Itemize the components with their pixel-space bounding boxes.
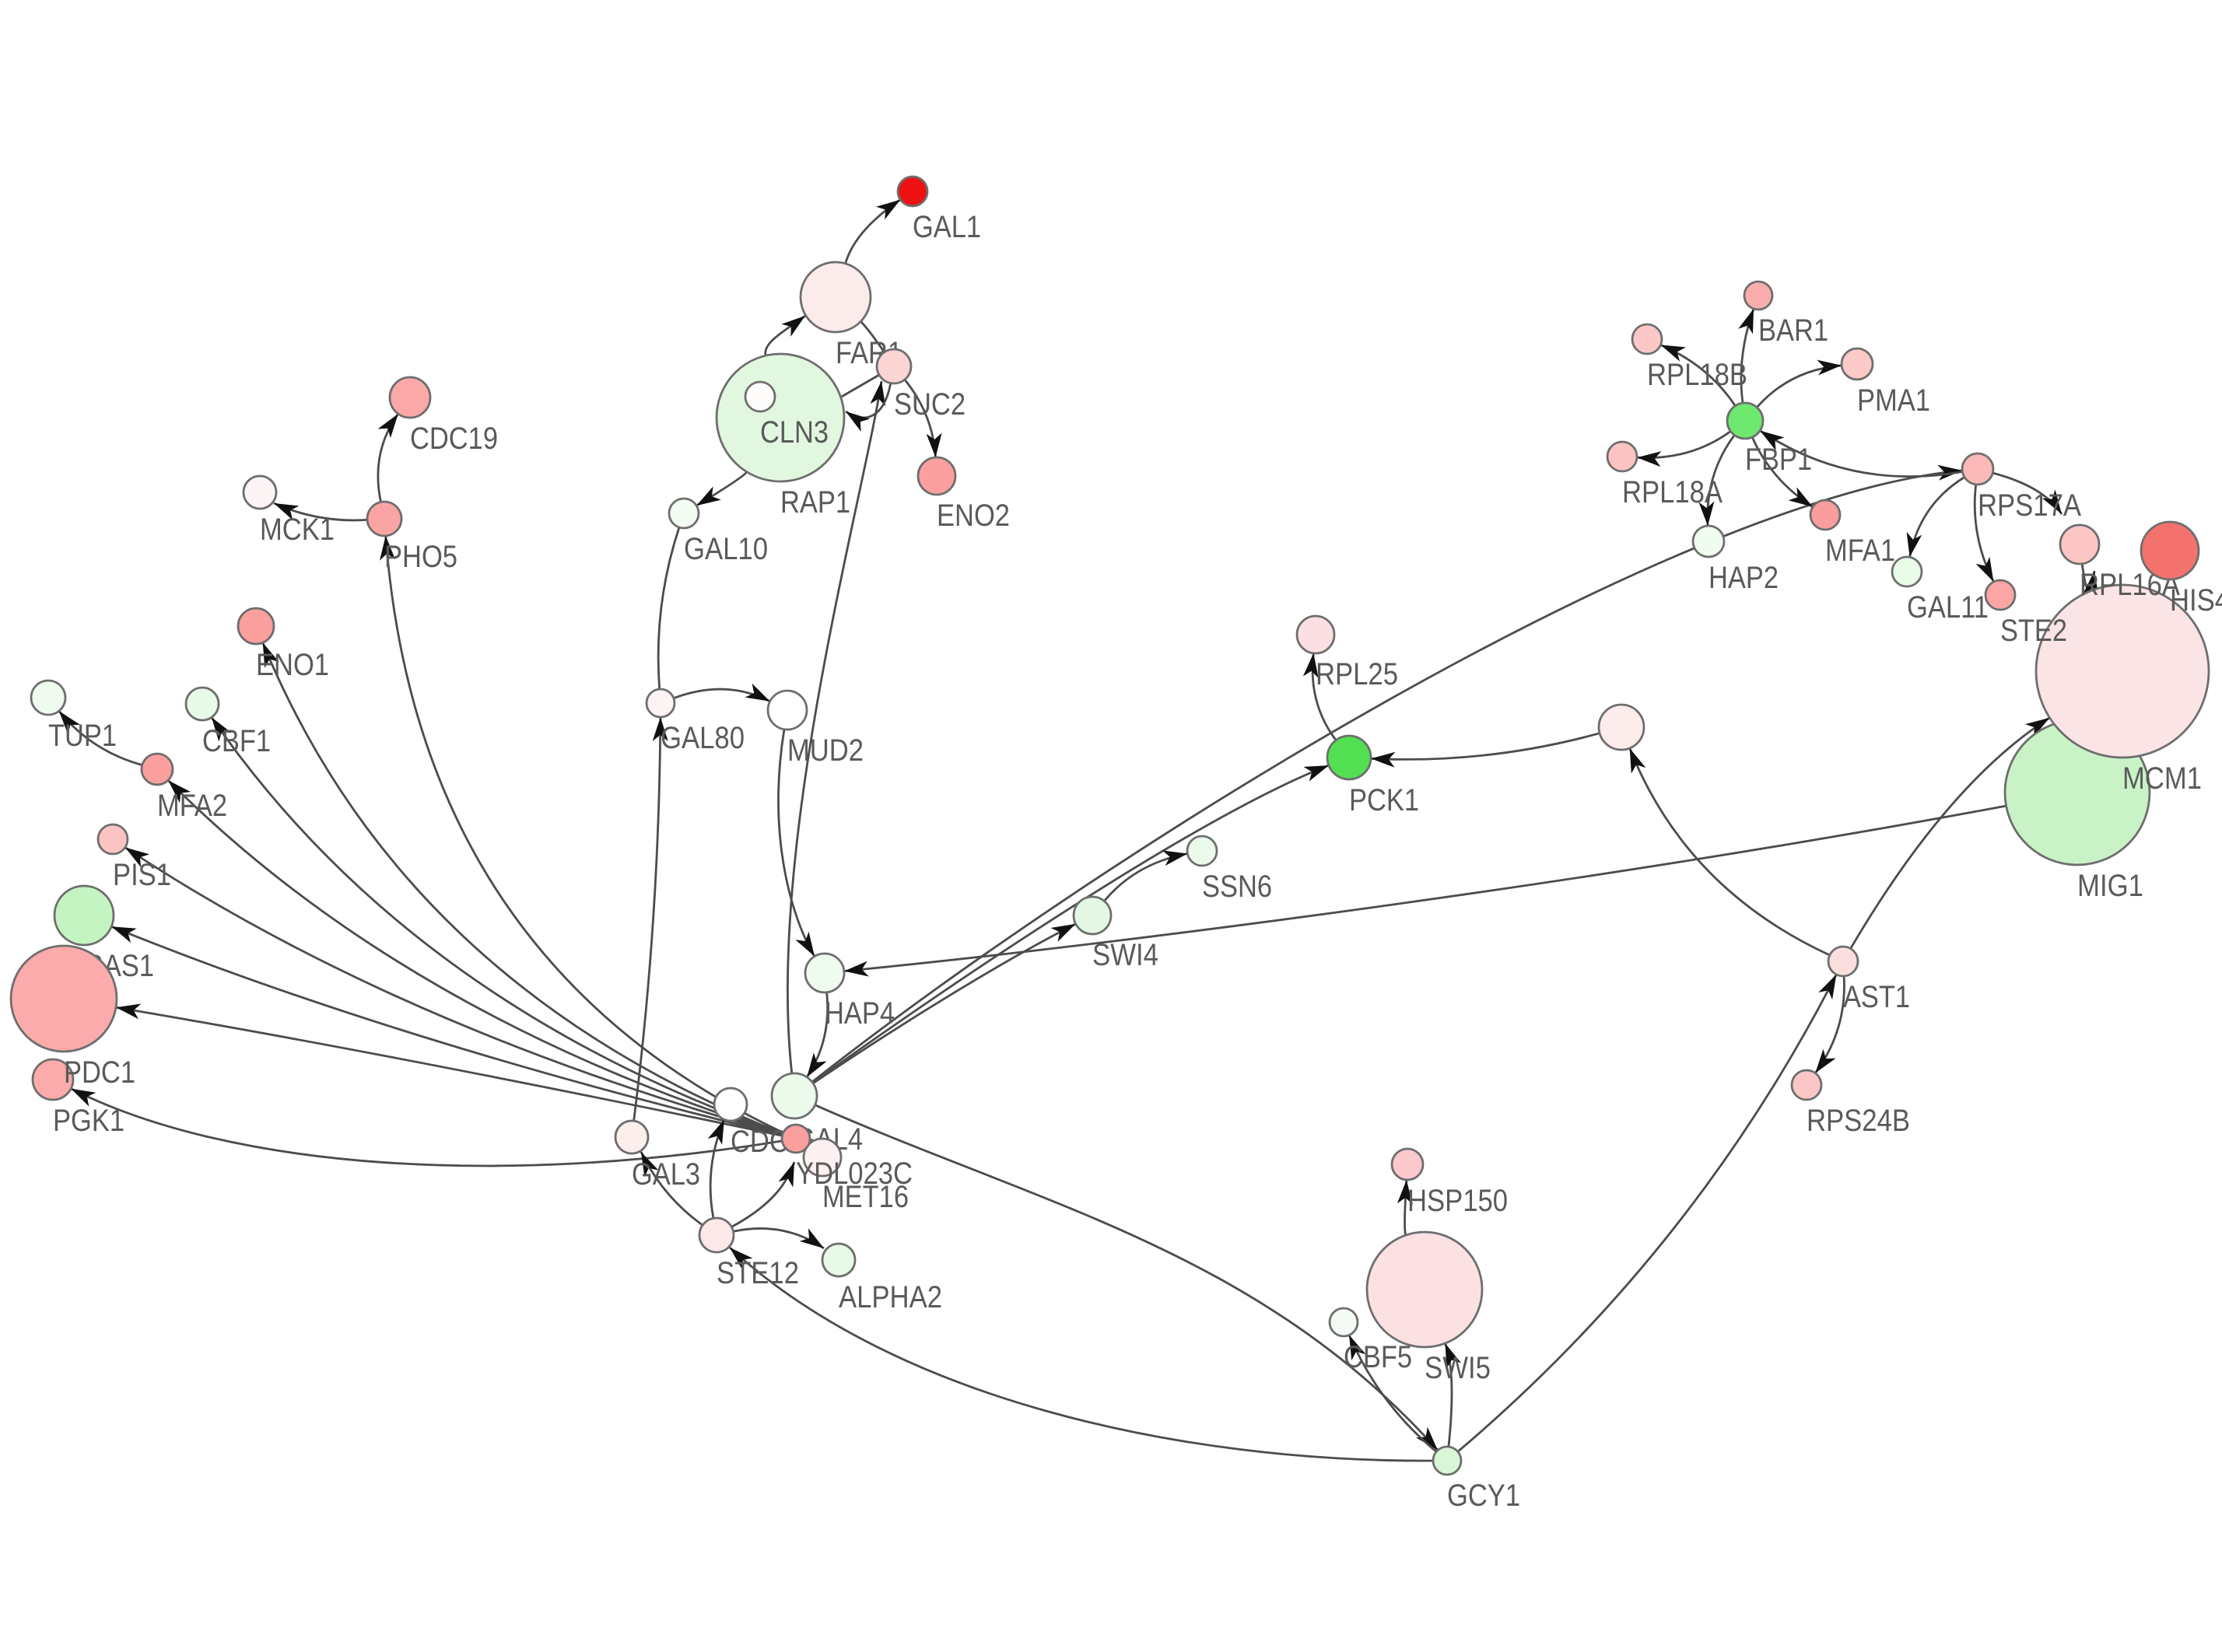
svg-text:GAL1: GAL1	[913, 210, 981, 244]
svg-text:GCY1: GCY1	[1447, 1479, 1520, 1513]
svg-text:ENO2: ENO2	[937, 499, 1010, 533]
svg-text:MFA2: MFA2	[157, 789, 227, 823]
svg-text:RAP1: RAP1	[780, 485, 850, 520]
svg-text:SUC2: SUC2	[894, 387, 966, 422]
svg-text:AST1: AST1	[1843, 980, 1910, 1014]
svg-text:PGK1: PGK1	[53, 1104, 124, 1138]
svg-text:GAL10: GAL10	[684, 532, 768, 566]
svg-text:FBP1: FBP1	[1745, 443, 1812, 477]
svg-text:PCK1: PCK1	[1349, 783, 1419, 817]
svg-text:SWI4: SWI4	[1092, 938, 1158, 972]
svg-text:MCM1: MCM1	[2122, 761, 2202, 796]
svg-text:PHO5: PHO5	[384, 540, 457, 574]
svg-text:TUP1: TUP1	[48, 719, 117, 753]
svg-text:PDC1: PDC1	[64, 1055, 135, 1090]
svg-text:ENO1: ENO1	[256, 648, 329, 682]
svg-text:CLN3: CLN3	[760, 415, 829, 450]
svg-text:HIS4: HIS4	[2170, 583, 2222, 618]
svg-text:MIG1: MIG1	[2077, 869, 2143, 903]
svg-text:PIS1: PIS1	[113, 858, 171, 892]
svg-text:MET16: MET16	[822, 1180, 909, 1214]
svg-text:GAL80: GAL80	[661, 721, 745, 755]
svg-text:SSN6: SSN6	[1202, 870, 1272, 904]
svg-text:RPS24B: RPS24B	[1807, 1104, 1910, 1138]
svg-text:MCK1: MCK1	[260, 513, 335, 547]
svg-text:ALPHA2: ALPHA2	[839, 1280, 942, 1314]
svg-text:HAP4: HAP4	[825, 996, 895, 1031]
svg-text:GAL3: GAL3	[632, 1157, 700, 1192]
svg-text:RPL18A: RPL18A	[1622, 475, 1723, 509]
svg-text:STE2: STE2	[2000, 614, 2067, 648]
svg-text:HAP2: HAP2	[1709, 561, 1779, 595]
svg-text:RPS17A: RPS17A	[1978, 488, 2081, 523]
svg-text:MUD2: MUD2	[787, 733, 864, 768]
svg-text:BAR1: BAR1	[1758, 313, 1828, 348]
svg-text:CDC19: CDC19	[410, 422, 498, 456]
svg-text:STE12: STE12	[717, 1256, 799, 1290]
svg-text:RPL25: RPL25	[1316, 657, 1398, 691]
svg-text:SWI5: SWI5	[1425, 1351, 1491, 1385]
svg-text:CBF1: CBF1	[202, 724, 271, 758]
svg-text:YDL023C: YDL023C	[796, 1157, 913, 1191]
svg-text:CBF5: CBF5	[1344, 1340, 1412, 1374]
svg-text:GAL11: GAL11	[1907, 590, 1989, 625]
svg-text:MFA1: MFA1	[1825, 534, 1895, 568]
svg-text:PMA1: PMA1	[1857, 383, 1930, 418]
svg-text:RPL18B: RPL18B	[1647, 358, 1747, 392]
svg-text:HSP150: HSP150	[1407, 1184, 1508, 1218]
